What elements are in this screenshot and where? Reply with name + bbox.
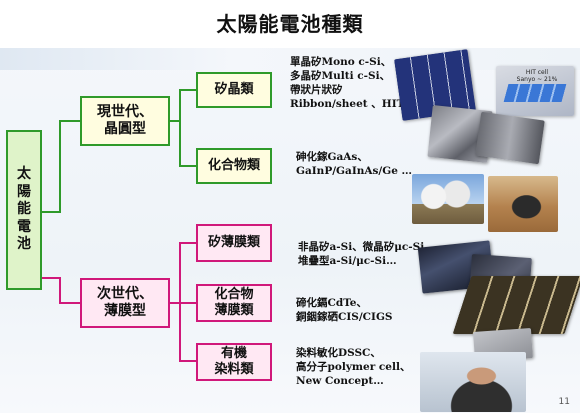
- category-organic-dye-label-2: 染料類: [214, 362, 254, 377]
- hit-cell-caption: HIT cell Sanyo ~ 21%: [512, 69, 562, 83]
- desc-silicon-film-line: 非晶矽a-Si、微晶矽μc-Si、: [298, 241, 435, 253]
- category-silicon-film: 矽薄膜類: [196, 224, 272, 262]
- connector-gen2-silicon-film: [170, 242, 196, 304]
- page-title: 太陽能電池種類: [216, 12, 364, 36]
- desc-organic-dye-line: New Concept…: [296, 375, 384, 387]
- desc-silicon-crystal-line: 多晶矽Multi c-Si、: [290, 70, 391, 82]
- connector-root-gen1: [42, 120, 80, 213]
- root-node: 太陽能電池: [6, 130, 42, 290]
- connector-gen2-organic: [179, 303, 196, 362]
- photo-researcher: [420, 352, 526, 412]
- connector-root-gen2: [42, 277, 80, 304]
- desc-compound-film: 碲化鎘CdTe、 銅銦鎵硒CIS/CIGS: [296, 296, 393, 324]
- desc-compound-line: 砷化鎵GaAs、: [296, 151, 368, 163]
- category-silicon-film-label: 矽薄膜類: [207, 234, 260, 250]
- hit-cell-caption-line: Sanyo ~ 21%: [516, 76, 558, 83]
- desc-silicon-crystal-line: 單晶矽Mono c-Si、: [290, 56, 392, 68]
- category-compound-film-label-1: 化合物: [214, 286, 254, 302]
- hit-cell-caption-line: HIT cell: [525, 69, 549, 76]
- category-organic-dye: 有機 染料類: [196, 343, 272, 381]
- photo-flexible-array: [452, 276, 580, 334]
- generation-current-label-1: 現世代、: [97, 103, 153, 120]
- generation-next-label-2: 薄膜型: [104, 303, 146, 319]
- generation-next-node: 次世代、 薄膜型: [80, 278, 170, 328]
- desc-compound-film-line: 銅銦鎵硒CIS/CIGS: [296, 311, 393, 323]
- desc-silicon-crystal: 單晶矽Mono c-Si、 多晶矽Multi c-Si、 帶狀片狀矽 Ribbo…: [290, 55, 415, 111]
- photo-ribbon-si: [475, 111, 545, 165]
- photo-mars-rover: [488, 176, 558, 232]
- desc-organic-dye-line: 高分子polymer cell、: [296, 361, 411, 373]
- desc-silicon-crystal-line: Ribbon/sheet 、HIT…: [290, 98, 415, 110]
- category-organic-dye-label-1: 有機: [220, 345, 247, 361]
- generation-next-label-1: 次世代、: [97, 285, 153, 302]
- desc-silicon-film-line: 堆疊型a-Si/μc-Si…: [298, 255, 397, 267]
- photo-hit-cell-panel: [496, 66, 574, 116]
- category-compound-film: 化合物 薄膜類: [196, 284, 272, 322]
- connector-lines: [42, 89, 196, 362]
- connector-gen1-compound: [179, 121, 196, 167]
- category-silicon-crystal: 矽晶類: [196, 72, 272, 108]
- desc-organic-dye: 染料敏化DSSC、 高分子polymer cell、 New Concept…: [296, 346, 410, 388]
- generation-current-node: 現世代、 晶圓型: [80, 96, 170, 146]
- category-compound: 化合物類: [196, 148, 272, 184]
- desc-silicon-crystal-line: 帶狀片狀矽: [290, 84, 343, 96]
- category-compound-film-label-2: 薄膜類: [214, 303, 254, 318]
- category-compound-label: 化合物類: [207, 157, 260, 173]
- generation-current-label-2: 晶圓型: [104, 121, 146, 137]
- page-number: 11: [558, 397, 570, 407]
- desc-organic-dye-line: 染料敏化DSSC、: [296, 347, 381, 359]
- root-label: 太陽能電池: [17, 166, 31, 253]
- category-silicon-crystal-label: 矽晶類: [214, 81, 254, 97]
- photo-concentrator-dishes: [412, 174, 484, 224]
- desc-compound-film-line: 碲化鎘CdTe、: [296, 297, 367, 309]
- desc-compound: 砷化鎵GaAs、 GaInP/GaInAs/Ge …: [296, 150, 412, 178]
- desc-compound-line: GaInP/GaInAs/Ge …: [296, 165, 413, 177]
- desc-silicon-film: 非晶矽a-Si、微晶矽μc-Si、 堆疊型a-Si/μc-Si…: [298, 240, 435, 268]
- connector-gen1-silicon: [170, 89, 196, 122]
